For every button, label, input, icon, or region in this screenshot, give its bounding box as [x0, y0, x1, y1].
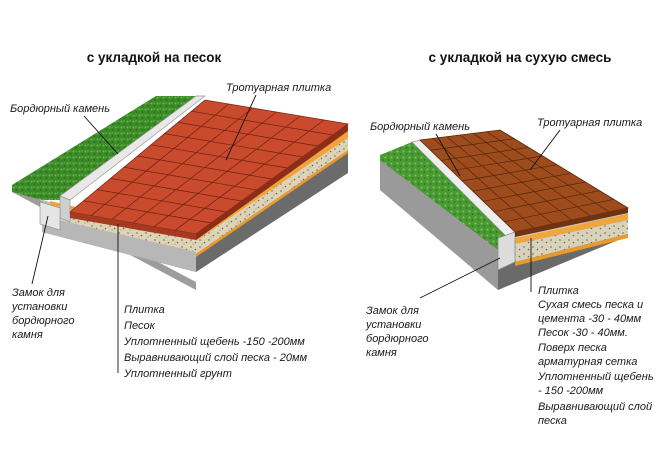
right-layer-5: Поверх песка [538, 342, 607, 354]
tile-grid-left [83, 103, 333, 231]
right-tile-leader [529, 129, 561, 171]
right-lock-label: Замок для установки бордюрного камня [365, 305, 428, 359]
left-curb-leader [83, 115, 119, 155]
tile-joint [111, 107, 253, 220]
right-diagram [380, 129, 630, 290]
right-layer-3: цемента -30 - 40мм [538, 313, 642, 325]
tile-grid-right [430, 131, 614, 229]
left-layer-2: Песок [124, 320, 156, 332]
grass-left [12, 96, 196, 200]
right-layer-4: Песок -30 - 40мм. [538, 327, 628, 339]
tile-side-right [515, 208, 628, 237]
tile-joint [459, 134, 572, 221]
tile-joint [486, 131, 610, 213]
right-layer-8: - 150 -200мм [538, 385, 604, 397]
sand2-side-left [196, 150, 348, 257]
sand-side-left [196, 131, 348, 241]
left-lock-label: Замок для установки бордюрного камня [11, 287, 74, 341]
right-lock-line-2: установки [365, 319, 421, 331]
right-label-tile: Тротуарная плитка [537, 117, 642, 129]
left-tile-leader [225, 94, 257, 161]
tile-joint [153, 115, 301, 227]
right-layer-9: Выравнивающий слой [538, 401, 652, 413]
right-layer-1: Плитка [538, 285, 579, 297]
right-lock-line-4: камня [366, 347, 397, 359]
tile-joint [174, 119, 325, 231]
left-layer-1: Плитка [124, 304, 165, 316]
left-diagram [12, 95, 350, 290]
tile-joint [433, 138, 535, 229]
sand-side-right [515, 214, 628, 244]
right-layer-10: песка [538, 415, 567, 427]
right-lock-leader [419, 257, 501, 299]
left-layer-labels: Плитка Песок Уплотненный щебень -150 -20… [123, 304, 308, 380]
right-layer-labels: Плитка Сухая смесь песка и цемента -30 -… [537, 285, 654, 427]
tile-joint [473, 133, 591, 217]
right-layer-7: Уплотненный щебень [537, 371, 654, 383]
gravel-side-left [196, 138, 348, 254]
right-lock-line-3: бордюрного [366, 333, 428, 345]
tile-joint [446, 136, 553, 225]
left-lock-leader [31, 215, 49, 285]
grass-right [380, 142, 506, 250]
left-label-curb: Бордюрный камень [10, 103, 110, 115]
tile-front-left [70, 212, 196, 240]
right-title: с укладкой на сухую смесь [429, 50, 612, 65]
left-lock-line-4: камня [12, 329, 43, 341]
left-layer-4: Выравнивающий слой песка - 20мм [124, 352, 308, 364]
curb-lock-left [39, 201, 61, 231]
right-lock-line-1: Замок для [366, 305, 419, 317]
left-lock-line-2: установки [11, 301, 67, 313]
left-lock-line-1: Замок для [12, 287, 65, 299]
tile-joint [90, 103, 230, 216]
tile-side-left [196, 124, 348, 240]
left-layer-5: Уплотненный грунт [123, 368, 232, 380]
soil-left-face-right [380, 155, 498, 290]
left-layer-3: Уплотненный щебень -150 -200мм [123, 336, 305, 348]
left-label-tile: Тротуарная плитка [226, 82, 331, 94]
right-label-curb: Бордюрный камень [370, 121, 470, 133]
right-layer-2: Сухая смесь песка и [538, 299, 643, 311]
right-layer-6: арматурная сетка [538, 356, 637, 368]
left-lock-line-3: бордюрного [12, 315, 74, 327]
left-title: с укладкой на песок [87, 50, 222, 65]
right-curb-leader [435, 133, 461, 177]
gravel-side-right [515, 220, 628, 262]
sand2-side-right [515, 234, 628, 266]
curb-front-left [59, 195, 71, 223]
tile-joint [132, 111, 277, 224]
